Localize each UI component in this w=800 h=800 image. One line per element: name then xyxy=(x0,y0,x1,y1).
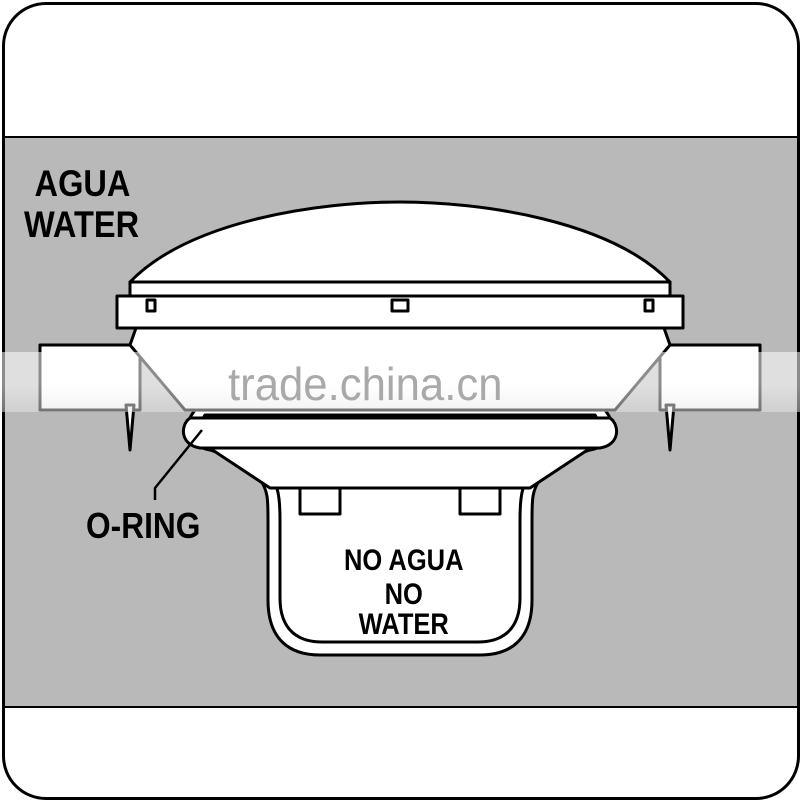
back-tab-left xyxy=(298,486,342,516)
o-ring xyxy=(181,416,619,450)
watermark-band xyxy=(0,352,800,412)
lens-rim xyxy=(128,280,672,298)
no-water-label-line1: NO AGUA xyxy=(344,544,464,577)
watermark-text: trade.china.cn xyxy=(228,358,503,410)
lamp-back xyxy=(203,443,597,490)
no-water-label-line2: NO WATER xyxy=(358,578,449,641)
water-label-line1: AGUA xyxy=(34,163,131,204)
dome-lens xyxy=(128,200,672,284)
ring-notch-center xyxy=(390,298,410,313)
o-ring-label: O-RING xyxy=(86,505,201,546)
ring-notch-left xyxy=(145,298,157,313)
ring-notch-right xyxy=(643,298,655,313)
back-tab-right xyxy=(458,486,502,516)
water-label: AGUA WATER xyxy=(24,165,139,247)
no-water-label: NO AGUA NO WATER xyxy=(340,546,468,644)
o-ring-leader-line xyxy=(153,429,203,500)
water-label-line2: WATER xyxy=(24,204,140,245)
